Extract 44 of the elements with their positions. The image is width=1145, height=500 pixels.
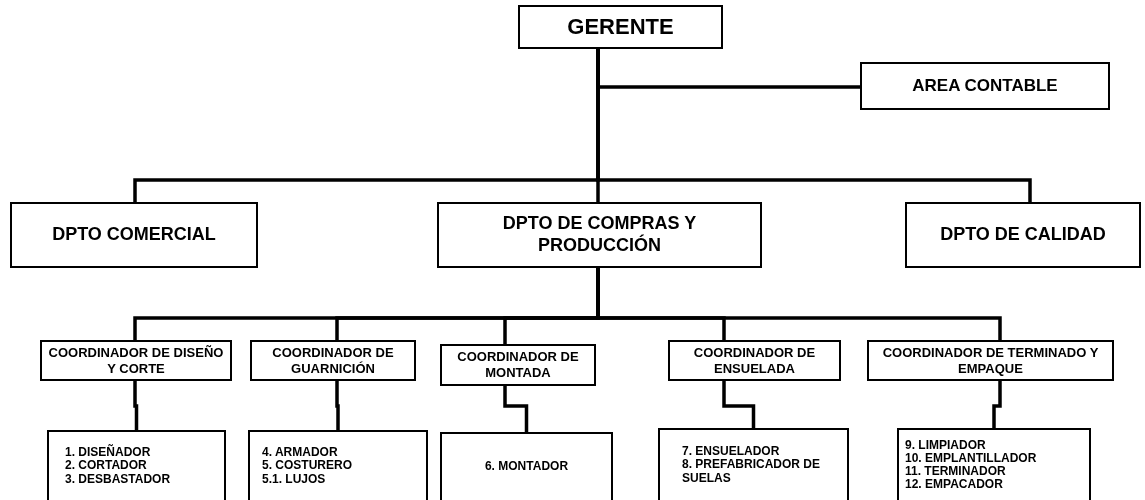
box-title: COORDINADOR DE ENSUELADA bbox=[692, 344, 817, 377]
box-title: GERENTE bbox=[567, 13, 674, 41]
org-box bbox=[47, 430, 226, 500]
list-item: 7. ENSUELADOR bbox=[682, 445, 780, 459]
box-title: COORDINADOR DE DISEÑO Y CORTE bbox=[48, 344, 224, 377]
org-box bbox=[867, 340, 1114, 381]
box-title: COORDINADOR DE MONTADA bbox=[456, 349, 580, 381]
connector-line bbox=[596, 268, 1002, 340]
list-item: 10. EMPLANTILLADOR bbox=[905, 451, 1037, 465]
org-box bbox=[250, 340, 416, 381]
org-box bbox=[40, 340, 232, 381]
list-item: 5.1. LUJOS bbox=[262, 472, 326, 486]
box-title: COORDINADOR DE TERMINADO Y EMPAQUE bbox=[881, 344, 1100, 377]
list-item: 11. TERMINADOR bbox=[905, 465, 1006, 479]
list-item: 5. COSTURERO bbox=[262, 459, 352, 473]
list-item: 12. EMPACADOR bbox=[905, 478, 1003, 492]
connector-line bbox=[503, 386, 529, 432]
org-box bbox=[10, 202, 258, 268]
list-item: 2. CORTADOR bbox=[65, 459, 147, 473]
list-item: 9. LIMPIADOR bbox=[905, 438, 986, 452]
list-item: 8. PREFABRICADOR DE SUELAS bbox=[682, 458, 822, 485]
list-item: 1. DISEÑADOR bbox=[65, 446, 151, 460]
org-box bbox=[248, 430, 428, 500]
org-box bbox=[658, 428, 849, 500]
connector-line bbox=[133, 381, 139, 430]
box-title: DPTO COMERCIAL bbox=[52, 224, 216, 246]
connector-line bbox=[335, 381, 340, 430]
box-title: DPTO DE CALIDAD bbox=[940, 224, 1106, 246]
org-box bbox=[668, 340, 841, 381]
connector-line bbox=[992, 381, 1002, 428]
org-box bbox=[897, 428, 1091, 500]
org-box bbox=[905, 202, 1141, 268]
list-item: 6. MONTADOR bbox=[484, 460, 569, 474]
box-title: COORDINADOR DE GUARNICIÓN bbox=[271, 344, 395, 377]
org-box bbox=[440, 432, 613, 500]
list-item: 4. ARMADOR bbox=[262, 446, 338, 460]
org-box bbox=[440, 344, 596, 386]
org-box bbox=[860, 62, 1110, 110]
org-box bbox=[518, 5, 723, 49]
list-item: 3. DESBASTADOR bbox=[65, 472, 171, 486]
connector-line bbox=[722, 381, 756, 428]
org-box bbox=[437, 202, 762, 268]
box-title: AREA CONTABLE bbox=[912, 75, 1058, 97]
box-title: DPTO DE COMPRAS Y PRODUCCIÓN bbox=[501, 213, 698, 257]
